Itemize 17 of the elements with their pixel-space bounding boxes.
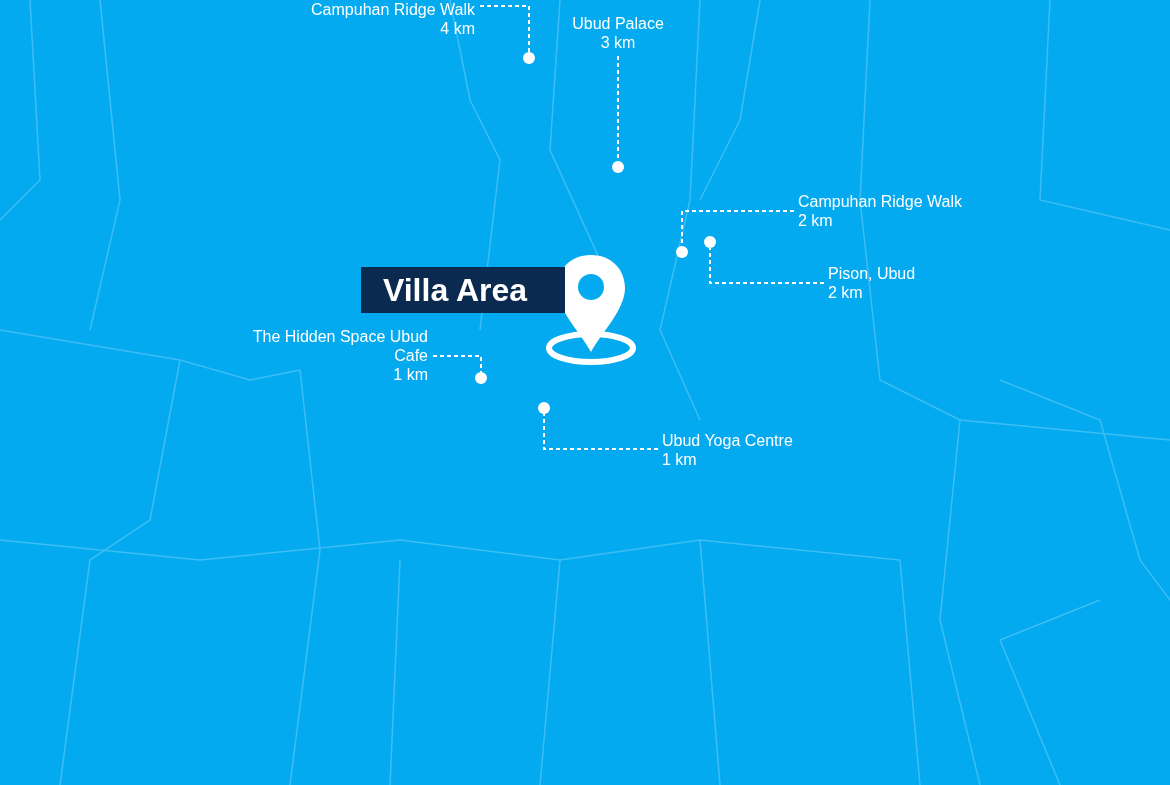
distance-label: 2 km: [798, 211, 833, 230]
title-banner: Villa Area: [361, 267, 565, 313]
place-name: Ubud Yoga Centre: [662, 431, 793, 450]
distance-label: 3 km: [600, 33, 636, 52]
leader-line: [543, 413, 659, 450]
leader-line: [432, 355, 482, 373]
place-name: Campuhan Ridge Walk: [798, 192, 962, 211]
place-name: The Hidden Space Ubud Cafe: [251, 327, 428, 365]
place-name: Campuhan Ridge Walk: [311, 0, 475, 19]
place-name: Pison, Ubud: [828, 264, 916, 283]
distance-label: 1 km: [662, 450, 697, 469]
leader-line: [479, 5, 530, 53]
distance-label: 2 km: [828, 283, 863, 302]
place-name: Ubud Palace: [572, 14, 664, 33]
distance-label: 1 km: [393, 365, 428, 384]
leader-line: [709, 247, 825, 284]
distance-label: 4 km: [440, 19, 475, 38]
